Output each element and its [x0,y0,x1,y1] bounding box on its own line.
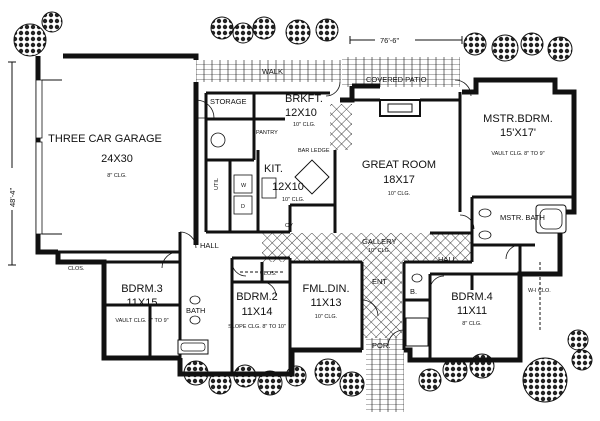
breakfast-name: BRKFT. [285,93,323,105]
kitchen-size: 12X10 [272,181,304,193]
shrub [252,16,276,40]
dryer-label: D [241,204,245,210]
gallery-tile-pattern [262,233,472,338]
bedroom4-ceiling: 8" CLG. [462,321,482,327]
walk-pattern [196,60,341,82]
shrub [567,329,589,351]
family-dining-ceiling: 10" CLG. [315,314,338,320]
doors [161,79,521,347]
shrub [520,32,544,56]
shrub [232,22,254,44]
garage-ceiling: 8" CLG. [107,173,127,179]
landscaping [13,11,593,403]
garage-doors [35,79,62,235]
breakfast-ceiling: 10" CLG. [293,122,316,128]
room-labels: WALK COVERED PATIO THREE CAR GARAGE 24X3… [48,67,553,350]
shrub [463,32,487,56]
breakfast-tile-pattern [330,104,352,150]
shrub [418,368,442,392]
shrub [41,11,63,33]
bedroom2-name: BDRM.2 [236,291,278,303]
covered-patio-pattern [342,57,460,87]
bedroom2-size: 11X14 [242,306,273,318]
overall-width-label: 76'-6" [380,36,399,45]
shrub [315,18,339,42]
master-bedroom-size: 15'X17' [500,127,536,139]
shrub [571,349,593,371]
porch-label: POR. [372,341,390,350]
bedroom3-size: 11X15 [127,297,158,309]
shrub [522,357,568,403]
covered-patio-label: COVERED PATIO [366,75,427,84]
interior-walls [38,91,574,374]
gallery-name: GALLERY [362,237,396,246]
garage-size: 24X30 [101,153,133,165]
entry-label: ENT [372,277,387,286]
master-bedroom-name: MSTR.BDRM. [483,113,553,125]
closet-a-label: CLOS. [68,266,85,272]
hall-left-label: HALL [200,241,219,250]
great-room-size: 18X17 [383,174,415,186]
family-dining-name: FML.DIN. [302,283,349,295]
washer-label: W [241,183,247,189]
great-room-ceiling: 10" CLG. [388,191,411,197]
bedroom2-ceiling: SLOPE CLG. 8" TO 10" [228,324,286,330]
bar-ledge-label: BAR LEDGE [298,148,330,154]
closet-b-label: CLOS. [260,271,277,277]
garage-name: THREE CAR GARAGE [48,133,162,145]
breakfast-size: 12X10 [285,107,317,119]
shrub [13,23,47,57]
fixtures [60,99,567,355]
shrub [491,34,519,62]
bath-label: BATH [186,306,205,315]
bedroom3-ceiling: VAULT CLG. 8" TO 9" [115,318,168,324]
master-bedroom-ceiling: VAULT CLG. 8" TO 9" [491,151,544,157]
bedroom4-name: BDRM.4 [451,291,493,303]
bedroom3-name: BDRM.3 [121,283,163,295]
shrub [285,19,311,45]
pantry-label: PANTRY [256,130,278,136]
shrub [547,36,573,62]
dimension-lines: 76'-6" 48'-4" [8,36,463,266]
walk-in-closet-label: W-I CLO. [528,288,551,294]
small-bath-tub [405,317,429,347]
shrub [314,358,342,386]
kitchen-name: KIT. [264,163,283,175]
gallery-ceiling: 10" CLG. [368,248,391,254]
shrub [210,16,234,40]
family-dining-size: 11X13 [311,297,342,309]
overall-depth-label: 48'-4" [8,188,17,207]
kitchen-island [294,159,330,195]
cv-label: CV [285,223,293,229]
shrub [257,370,283,396]
kitchen-ceiling: 10" CLG. [282,197,305,203]
walk-label: WALK [262,67,283,76]
storage-label: STORAGE [210,97,247,106]
master-bath-label: MSTR. BATH [500,213,545,222]
porch-pattern [366,338,404,412]
hall-right-label: HALL [438,255,457,264]
utility-label: UTIL [214,178,220,190]
shrub [339,371,365,397]
bath-small-label: B. [410,287,417,296]
bedroom4-size: 11X11 [457,305,487,317]
great-room-name: GREAT ROOM [362,159,436,171]
kitchen-sink [261,177,277,199]
floor-patterns [196,57,472,412]
